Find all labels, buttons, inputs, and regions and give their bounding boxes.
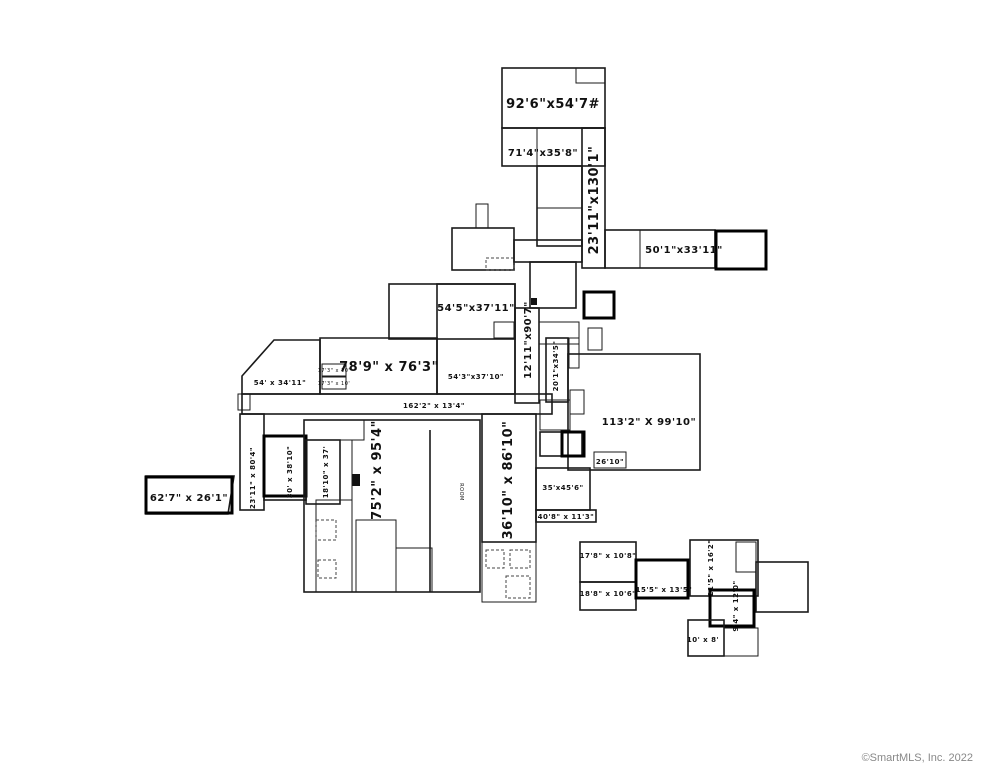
room-label: 26'10": [596, 458, 624, 466]
room-label: 71'4"x35'8": [508, 148, 578, 159]
east-block: [535, 353, 701, 523]
room-label: 40'8" x 11'3": [538, 513, 595, 521]
room-label: 75'2" x 95'4": [370, 420, 385, 520]
south-west-block: [144, 413, 537, 603]
room-label: 113'2" X 99'10": [602, 417, 696, 428]
room-label: 15'5" x 13'5": [636, 586, 693, 594]
room-label: 23'11" x 80'4": [249, 447, 257, 509]
room-label: 62'7" x 26'1": [150, 493, 228, 504]
room-label: ROOM: [458, 483, 464, 501]
room-label: 18'8" x 10'6": [580, 590, 637, 598]
room-label: 92'6"x54'7#: [506, 97, 600, 112]
room-label: 17'3" x 10': [318, 368, 351, 374]
room-label: 54'5"x37'11": [437, 303, 515, 314]
room-label: 35'x45'6": [542, 484, 583, 492]
room-label: 54'3"x37'10": [448, 373, 504, 381]
room-label: 12'11"x90'7": [523, 301, 534, 379]
room-label: 30' x 38'10": [286, 446, 294, 499]
room-label: 21'5" x 16'2": [707, 540, 715, 597]
north-wing: [451, 67, 768, 271]
room-label: 18'10" x 37': [322, 446, 330, 499]
room-labels: 92'6"x54'7# 71'4"x35'8" 23'11"x130'1" 50…: [150, 97, 740, 644]
room-label: 10' x 8': [687, 636, 719, 644]
room-label: 23'11"x130'1": [587, 146, 602, 255]
room-label: 54' x 34'11": [254, 379, 307, 387]
copyright-notice: ©SmartMLS, Inc. 2022: [861, 752, 973, 764]
room-label: 20'1"x34'5": [552, 341, 560, 392]
room-label: 17'8" x 10'8": [580, 552, 637, 560]
room-label: 17'3" x 10': [318, 381, 351, 387]
detached-house: [579, 539, 809, 657]
west-middle-block: [237, 283, 553, 415]
room-label: 162'2" x 13'4": [403, 402, 465, 410]
room-label: 78'9" x 76'3": [339, 360, 439, 375]
room-label: 36'10" x 86'10": [501, 421, 516, 540]
room-label: 50'1"x33'11": [645, 245, 723, 256]
room-label: 9'4" x 12'0": [732, 580, 740, 631]
